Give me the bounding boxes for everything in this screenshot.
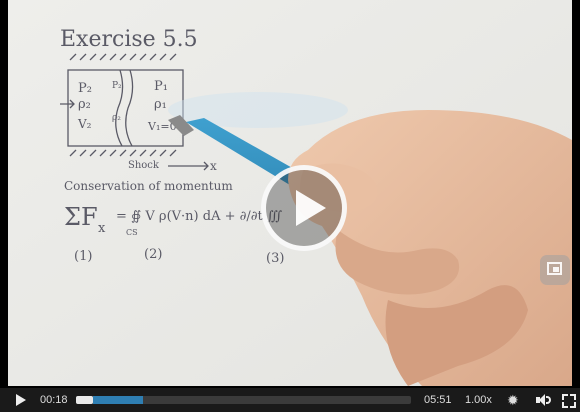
label-2: (2) xyxy=(144,247,162,262)
fullscreen-icon xyxy=(562,394,568,400)
label-3: (3) xyxy=(266,251,284,266)
label-equation: = ∯ V ρ(V·n) dA + ∂/∂t ∭ xyxy=(116,209,283,224)
label-cs: CS xyxy=(126,228,138,237)
label-sum: ΣF xyxy=(64,203,98,231)
label-p2: P₂ xyxy=(78,81,92,96)
label-shock: Shock xyxy=(128,160,160,171)
video-frame[interactable]: Exercise 5.5 P₂ ρ₂ V₂ P₂ ρ₂ P₁ ρ₁ V₁=0 S… xyxy=(8,0,572,386)
gear-icon[interactable]: ✹ xyxy=(507,392,519,408)
label-rho1: ρ₁ xyxy=(154,97,167,112)
label-p1: P₁ xyxy=(154,79,168,94)
label-1: (1) xyxy=(74,249,92,264)
whiteboard-scene: Exercise 5.5 P₂ ρ₂ V₂ P₂ ρ₂ P₁ ρ₁ V₁=0 S… xyxy=(8,0,572,386)
volume-icon xyxy=(536,397,540,403)
label-mid1: P₂ xyxy=(112,81,122,91)
heading-text: Exercise 5.5 xyxy=(60,27,198,52)
play-button[interactable] xyxy=(14,388,28,412)
duration: 05:51 xyxy=(424,394,452,406)
label-sub-x: x xyxy=(98,221,106,236)
picture-in-picture-icon xyxy=(547,262,562,275)
playback-speed-button[interactable]: 1.00x xyxy=(465,394,492,406)
fullscreen-button[interactable] xyxy=(562,388,576,412)
label-xaxis: x xyxy=(210,159,217,173)
volume-button[interactable] xyxy=(536,388,552,412)
play-icon xyxy=(16,394,26,406)
play-overlay-button[interactable] xyxy=(261,165,347,251)
current-time: 00:18 xyxy=(40,394,68,406)
play-circle-icon xyxy=(296,190,326,226)
label-rho2: ρ₂ xyxy=(78,97,91,112)
label-conservation: Conservation of momentum xyxy=(64,179,233,193)
label-mid2: ρ₂ xyxy=(112,113,121,123)
progress-buffered xyxy=(92,396,143,404)
label-v2: V₂ xyxy=(77,117,92,131)
picture-in-picture-button[interactable] xyxy=(540,255,570,285)
progress-bar[interactable] xyxy=(76,396,411,404)
progress-played xyxy=(76,396,93,404)
label-v1: V₁=0 xyxy=(147,120,177,133)
control-bar: 00:18 05:51 1.00x ✹ xyxy=(0,388,580,412)
